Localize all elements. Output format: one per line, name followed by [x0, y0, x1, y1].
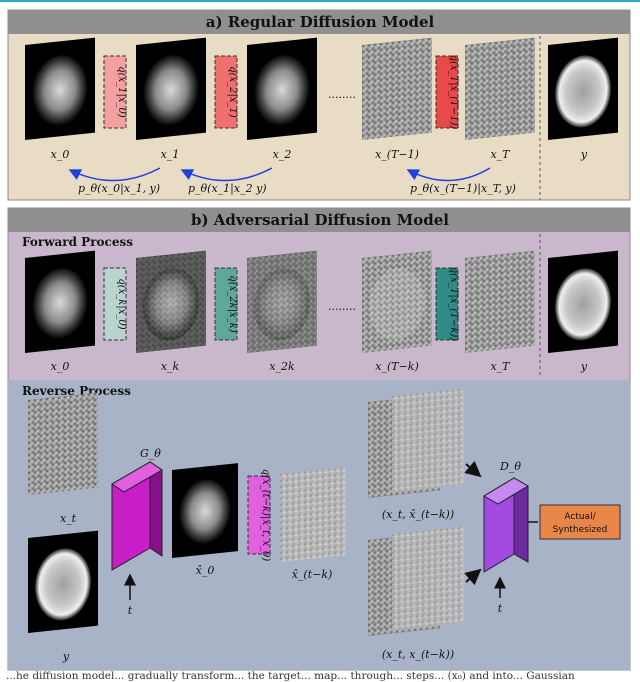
q-box-a2: q(x_2|x_1) — [214, 55, 238, 129]
rev-image-xtkhat — [280, 467, 346, 562]
reverse-arrow-3 — [406, 167, 491, 182]
svg-text:q(x_T|x_(T−k)): q(x_T|x_(T−k)) — [448, 267, 459, 342]
label-a-y: y — [580, 148, 588, 161]
svg-text:q(x_k|x_0): q(x_k|x_0) — [116, 278, 127, 329]
p-label-a2: p_θ(x_1|x_2 y) — [188, 182, 267, 196]
disc-t-label: t — [498, 602, 503, 615]
pair-fake-stack — [368, 388, 464, 498]
generator-label: G_θ — [140, 447, 161, 460]
p-label-a3: p_θ(x_(T−1)|x_T, y) — [410, 182, 516, 196]
svg-text:q(x_2k|x_k): q(x_2k|x_k) — [227, 275, 238, 332]
top-rule — [0, 0, 640, 2]
gen-t-label: t — [128, 604, 133, 617]
label-a-xT: x_T — [490, 148, 511, 161]
q-box-b2: q(x_2k|x_k) — [214, 267, 238, 341]
label-a-x2: x_2 — [273, 148, 292, 161]
fwd-image-xk — [136, 250, 206, 353]
reverse-title: Reverse Process — [22, 384, 131, 398]
q-box-a3: q(x_T|x_(T−1)) — [435, 55, 459, 130]
noise-image-xT — [465, 37, 535, 140]
label-b-y: y — [580, 360, 588, 373]
fwd-image-xT — [465, 250, 535, 353]
label-b-x0: x_0 — [51, 360, 70, 373]
output-line2: Synthesized — [553, 525, 608, 535]
pair-real-stack — [368, 526, 464, 636]
label-a-x0: x_0 — [51, 148, 70, 161]
rev-image-xt — [28, 392, 98, 495]
label-b-xTk: x_(T−k) — [375, 360, 419, 373]
arrow-real-to-d — [464, 568, 482, 586]
panel-b-title: b) Adversarial Diffusion Model — [191, 211, 449, 229]
mri-image-y — [548, 37, 618, 140]
panel-a-dots: ........ — [328, 88, 356, 101]
panel-a-title: a) Regular Diffusion Model — [206, 13, 435, 31]
panel-a: a) Regular Diffusion Model q( — [7, 9, 631, 201]
p-label-a1: p_θ(x_0|x_1, y) — [78, 182, 160, 196]
discriminator-label: D_θ — [499, 460, 521, 473]
q-box-b1: q(x_k|x_0) — [103, 267, 127, 341]
label-pair-real: (x_t, x_(t−k)) — [382, 648, 454, 661]
noise-image-xT1 — [362, 37, 432, 140]
fwd-image-y — [548, 250, 618, 353]
label-rev-y: y — [62, 650, 70, 663]
rev-image-x0hat — [172, 463, 238, 558]
panel-b-header — [8, 208, 630, 232]
rev-image-y — [28, 530, 98, 633]
output-box: Actual/ Synthesized — [539, 504, 621, 540]
fwd-image-x0 — [25, 250, 95, 353]
label-x0hat: x̂_0 — [196, 564, 215, 577]
svg-text:q(x_T|x_(T−1)): q(x_T|x_(T−1)) — [448, 55, 459, 130]
svg-text:q(x_2|x_1): q(x_2|x_1) — [227, 66, 238, 118]
caption-fragment: ...he diffusion model... gradually trans… — [6, 670, 575, 682]
discriminator-block — [483, 477, 529, 573]
generator-block — [111, 461, 163, 571]
fwd-image-xTk — [362, 250, 432, 353]
q-box-b3: q(x_T|x_(T−k)) — [435, 267, 459, 342]
q-box-rev: q(x_(t−k)|x_t, x_0) — [247, 469, 271, 562]
label-rev-xt: x_t — [60, 512, 77, 525]
panel-b: b) Adversarial Diffusion Model Forward P… — [7, 207, 631, 671]
label-b-x2k: x_2k — [269, 360, 295, 373]
label-a-xT1: x_(T−1) — [375, 148, 419, 161]
mri-image-x2 — [247, 37, 317, 140]
reverse-arrow-2 — [180, 167, 273, 182]
q-box-a1: q(x_1|x_0) — [103, 55, 127, 129]
label-xtkhat: x̂_(t−k) — [292, 568, 333, 581]
forward-title: Forward Process — [22, 235, 133, 249]
panel-b-dots: ........ — [328, 300, 356, 313]
label-a-x1: x_1 — [161, 148, 180, 161]
svg-text:q(x_1|x_0): q(x_1|x_0) — [116, 66, 127, 118]
panel-a-bg — [7, 9, 631, 201]
arrow-fake-to-d — [464, 460, 482, 478]
svg-text:q(x_(t−k)|x_t, x_0): q(x_(t−k)|x_t, x_0) — [260, 469, 271, 562]
label-b-xT: x_T — [490, 360, 511, 373]
fwd-image-x2k — [247, 250, 317, 353]
label-b-xk: x_k — [161, 360, 180, 373]
mri-image-x0 — [25, 37, 95, 140]
reverse-arrow-1 — [68, 167, 161, 182]
panel-a-header — [8, 10, 630, 34]
label-pair-fake: (x_t, x̂_(t−k)) — [382, 508, 454, 521]
mri-image-x1 — [136, 37, 206, 140]
output-line1: Actual/ — [564, 512, 596, 522]
